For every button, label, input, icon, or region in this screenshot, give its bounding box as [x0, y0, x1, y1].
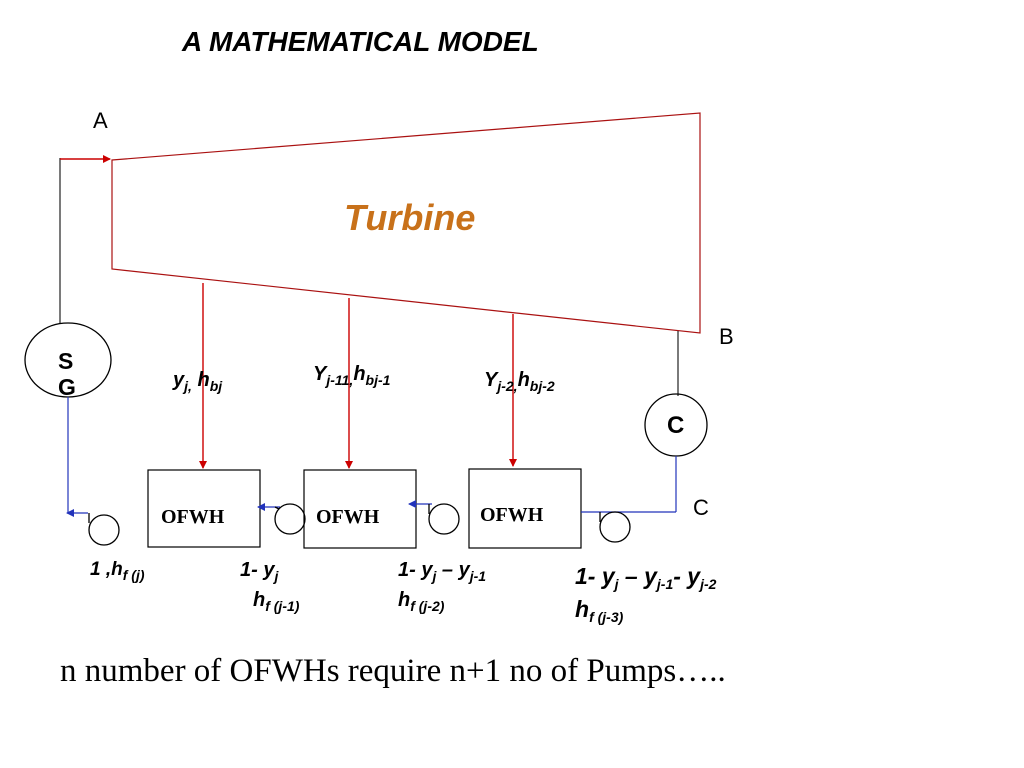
- ofwh-label-3: OFWH: [480, 504, 544, 526]
- diagram-title: A MATHEMATICAL MODEL: [182, 26, 539, 57]
- ofwh-label-1: OFWH: [161, 506, 225, 528]
- pump-label-1-fraction: 1- yj: [240, 559, 279, 584]
- condenser-label: C: [667, 412, 685, 439]
- turbine-label: Turbine: [344, 197, 476, 238]
- footer-note: n number of OFWHs require n+1 no of Pump…: [60, 653, 726, 689]
- steam-generator-label: S G: [58, 348, 76, 400]
- pump-label-3-fraction: 1- yj – yj-1- yj-2: [575, 563, 717, 592]
- pump-label-2-enthalpy: hf (j-2): [398, 589, 445, 614]
- point-a-label: A: [93, 108, 108, 133]
- pump-0: [88, 513, 120, 546]
- point-c-label: C: [693, 495, 709, 520]
- pump-label-3-enthalpy: hf (j-3): [575, 596, 624, 625]
- extraction-label-1: yj, hbj: [173, 369, 223, 394]
- pump-label-0: 1 ,hf (j): [90, 559, 145, 583]
- extraction-label-2: Yj-11,hbj-1: [313, 363, 391, 388]
- pump-label-1-enthalpy: hf (j-1): [253, 589, 300, 614]
- pump-1: [274, 503, 306, 535]
- pump-3: [599, 511, 631, 543]
- pump-label-2-fraction: 1- yj – yj-1: [398, 559, 487, 584]
- extraction-label-3: Yj-2,hbj-2: [484, 369, 555, 394]
- point-b-label: B: [719, 324, 734, 349]
- ofwh-box-3: [468, 468, 582, 549]
- ofwh-label-2: OFWH: [316, 506, 380, 528]
- turbine-body: [111, 112, 701, 334]
- ofwh-box-2: [303, 469, 417, 549]
- pump-2: [428, 503, 460, 535]
